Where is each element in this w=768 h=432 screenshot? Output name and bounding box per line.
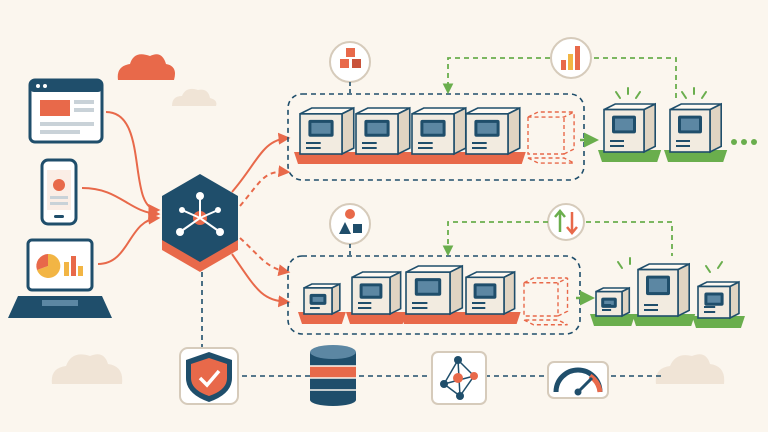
- server-box: [350, 106, 416, 164]
- scale-out-arrows: [576, 132, 599, 306]
- server-box: [400, 264, 469, 324]
- continuation-dots: [731, 139, 757, 145]
- speedometer-icon: [547, 361, 609, 399]
- laptop-dashboard-icon: [8, 238, 112, 318]
- server-box: [298, 282, 346, 324]
- server-box: [406, 106, 472, 164]
- background-cloud: [172, 88, 217, 106]
- server-box: [632, 262, 696, 326]
- pool-a-servers: [294, 106, 575, 164]
- server-box: [664, 102, 728, 162]
- metric-feedback-b: [442, 221, 673, 257]
- placeholder-server: [527, 111, 575, 164]
- bar-chart-icon: [550, 37, 592, 79]
- shield-check-icon: [179, 347, 239, 405]
- mobile-phone-icon: [40, 158, 78, 226]
- balancer-connectors: [231, 132, 291, 308]
- server-box: [294, 106, 360, 164]
- server-box: [460, 270, 521, 324]
- background-cloud: [51, 354, 123, 384]
- up-down-arrows-icon: [547, 203, 585, 241]
- server-box: [590, 286, 636, 326]
- pool-b-servers: [298, 264, 569, 326]
- database-icon: [310, 345, 356, 406]
- client-connectors: [81, 111, 161, 265]
- metric-feedback-a: [442, 57, 677, 100]
- network-graph-icon: [431, 351, 487, 405]
- server-box: [460, 106, 526, 164]
- cubes-icon: [329, 41, 371, 83]
- background-cloud: [655, 354, 725, 384]
- network-hub-icon: [162, 174, 238, 272]
- cloud-icon: [117, 54, 175, 80]
- scaled-servers-b: [590, 262, 745, 328]
- server-box: [598, 102, 662, 162]
- shapes-icon: [329, 203, 371, 245]
- placeholder-server: [523, 277, 569, 326]
- browser-window-icon: [28, 78, 104, 144]
- scaled-servers-a: [598, 102, 728, 162]
- activity-sparks: [615, 87, 723, 273]
- server-box: [346, 270, 407, 324]
- server-box: [692, 280, 745, 328]
